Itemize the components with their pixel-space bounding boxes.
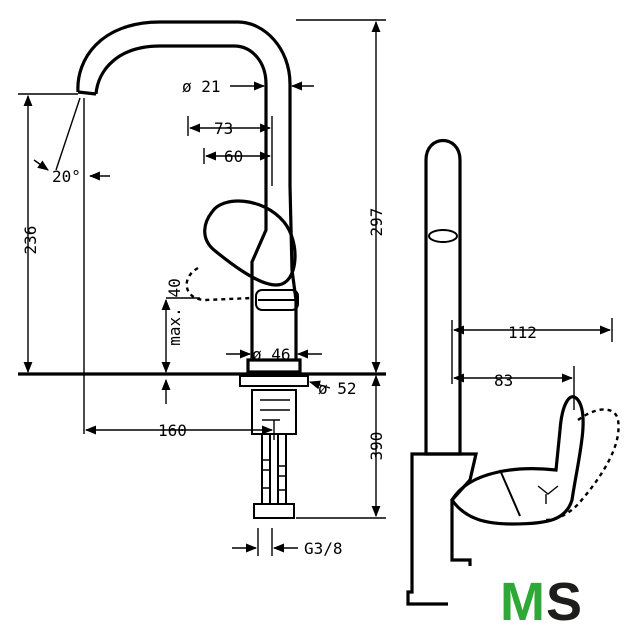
front-view (18, 20, 386, 519)
dim-spout-angle: 20° (52, 167, 81, 186)
dim-connection: G3/8 (304, 539, 343, 558)
dim-projection: 160 (158, 421, 187, 440)
ms-logo-icon: M S (500, 572, 582, 632)
side-view (406, 138, 620, 606)
dim-spout-diameter: ø 21 (182, 77, 221, 96)
brand-logo: M S (448, 566, 624, 632)
dim-base-diameter: ø 46 (252, 345, 291, 364)
dimension-lines (18, 19, 386, 556)
dim-flange-diameter: ø 52 (318, 379, 357, 398)
dim-reach-60: 60 (224, 147, 243, 166)
dim-spout-height: 297 (367, 208, 386, 237)
logo-letter-m: M (500, 572, 545, 632)
dim-side-depth: 112 (508, 323, 537, 342)
dim-lever-clearance: max. 40 (165, 278, 184, 345)
dim-lever-depth: 83 (494, 371, 513, 390)
dim-outlet-height: 236 (21, 226, 40, 255)
dimension-labels: ø 21 73 60 20° 297 236 max. 40 ø 46 ø 52… (21, 77, 537, 558)
dim-reach-73: 73 (214, 119, 233, 138)
logo-letter-s: S (546, 572, 582, 632)
dim-hose-length: 390 (367, 432, 386, 461)
